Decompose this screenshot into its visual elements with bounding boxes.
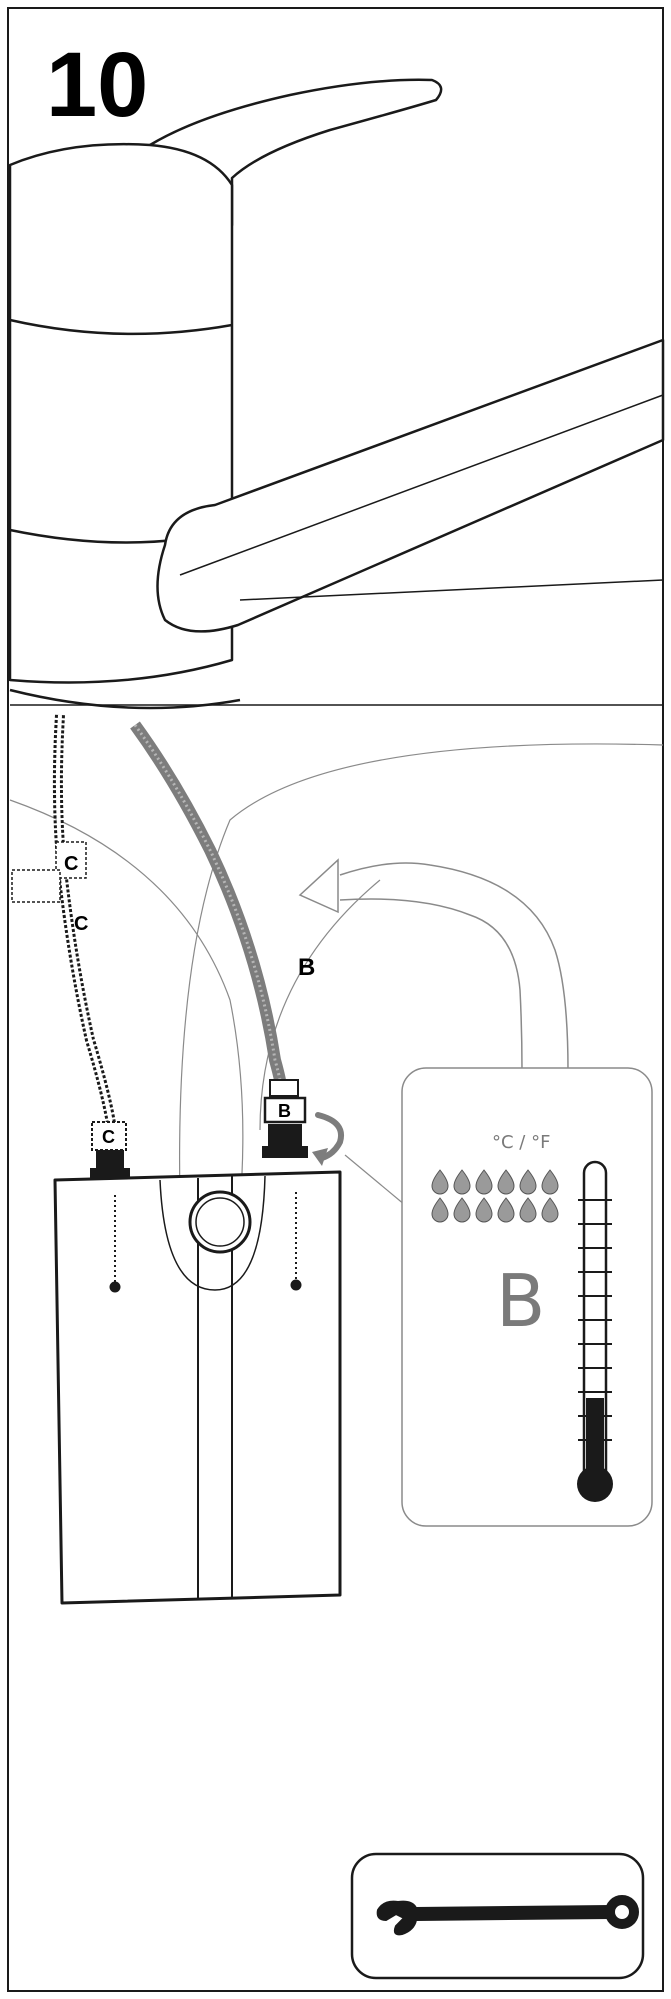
tap-spout — [156, 338, 665, 633]
step-number: 10 — [46, 34, 148, 136]
setting-callout: °C / °F B — [298, 858, 653, 1527]
tee-branch — [11, 869, 61, 903]
fitting-b-neck — [269, 1079, 299, 1097]
hose-c: C C C — [11, 714, 130, 1178]
temperature-units: °C / °F — [492, 1132, 550, 1153]
hose-b-label: B — [298, 954, 315, 981]
hose-c-label-lower: C — [74, 913, 88, 935]
thread-b — [268, 1124, 302, 1146]
callout-leader — [344, 1154, 406, 1206]
fitting-b — [263, 1096, 307, 1124]
countertop-back — [239, 579, 664, 601]
thread-c — [96, 1150, 124, 1168]
tool-box — [350, 1852, 645, 1980]
rotate-arrow-icon — [312, 1112, 344, 1166]
hose-b-texture — [133, 724, 284, 1096]
fitting-c — [91, 1121, 127, 1151]
mixer-tap — [8, 78, 665, 710]
wrench-icon — [376, 1895, 639, 1936]
thermometer-icon — [577, 1160, 613, 1502]
hose-c-core — [55, 714, 114, 1131]
tap-body-seam — [9, 318, 233, 336]
heater-front-curve — [159, 1175, 266, 1291]
tap-base-shadow — [9, 688, 241, 710]
temperature-knob — [188, 1190, 252, 1254]
callout-pointer-outer — [339, 898, 523, 1071]
hose-b-braid — [130, 721, 288, 1096]
scale-right-bulb — [290, 1279, 302, 1291]
water-heater — [53, 1170, 342, 1605]
sink-curve-inner — [179, 743, 664, 1201]
fitting-c-label: C — [102, 1127, 115, 1147]
water-drops-icon — [431, 1169, 559, 1223]
knob-ring — [195, 1197, 245, 1247]
tap-body-upper — [8, 142, 234, 562]
callout-arrowhead — [298, 858, 339, 914]
spout-highlight — [179, 394, 664, 576]
nut-c — [90, 1168, 130, 1178]
nut-b — [262, 1146, 308, 1158]
hose-b: B B — [130, 721, 315, 1158]
fitting-b-label: B — [278, 1101, 291, 1121]
page-frame — [7, 7, 664, 1992]
temperature-setting: B — [496, 1259, 545, 1343]
tee-connector — [55, 841, 87, 879]
callout-pointer-inner — [339, 862, 569, 1071]
hose-c-label-upper: C — [64, 853, 78, 875]
scale-left-bulb — [109, 1281, 121, 1293]
sink-curve-mid — [259, 879, 381, 1131]
